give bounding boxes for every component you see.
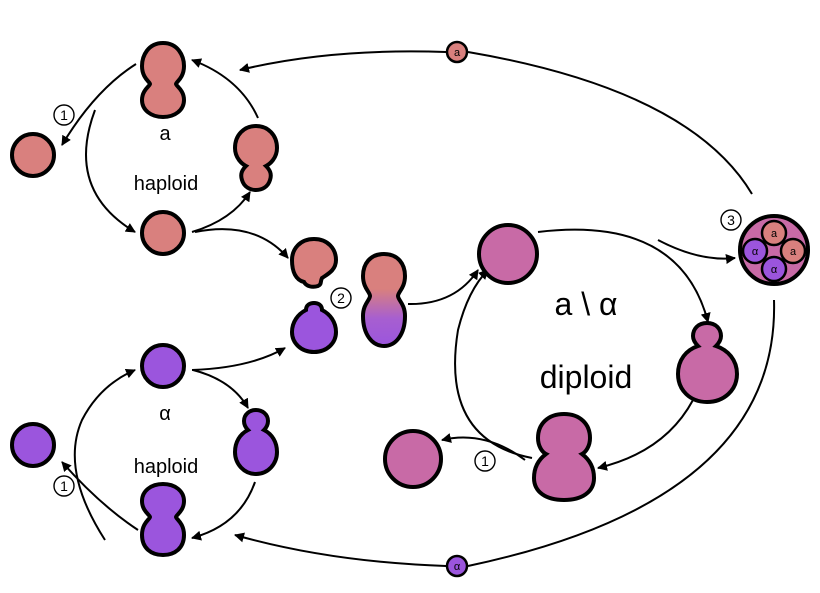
step-marker-1-a-circle <box>53 104 75 126</box>
a-cell-budding-top <box>139 40 187 120</box>
arrow-diploid-to-tetrad <box>657 239 736 264</box>
diploid-cell-top <box>477 223 539 285</box>
arrow-a-bud-to-top <box>191 58 259 119</box>
ascus-spore-right <box>779 237 807 265</box>
a-cell-small-bud <box>232 123 280 193</box>
step-marker-1-alpha-label: 1 <box>60 478 68 494</box>
arrows-layer <box>61 50 776 567</box>
step-marker-2-label: 2 <box>337 290 345 306</box>
arrow-diploid-bud-to-large <box>597 399 694 471</box>
alpha-haploid-cells <box>10 300 339 558</box>
cycle-labels: a haploid α haploid a \ α diploid <box>134 123 633 478</box>
ascus-spore-right-label: a <box>790 246 797 258</box>
arrow-tetrad-to-alpha-spore <box>467 299 776 567</box>
ascus-spore-top-label: a <box>771 228 778 240</box>
a-haploid-cells <box>10 40 339 289</box>
step-markers: 1 1 1 2 3 <box>53 104 742 497</box>
a-spore-circle <box>445 40 469 64</box>
ascus-spore-top <box>760 219 788 247</box>
alpha-spore: α <box>445 554 469 578</box>
alpha-spore-circle <box>445 554 469 578</box>
arrow-alpha-to-mating <box>191 347 286 371</box>
step-marker-3-circle <box>720 209 742 231</box>
diploid-cell-large-bud <box>531 411 597 503</box>
diploid-cells <box>383 223 740 503</box>
arrow-alpha-bud-to-bottom <box>191 481 256 541</box>
arrow-alpha-left-to-top <box>73 368 136 541</box>
a-cell-mating <box>289 236 339 289</box>
tetrad-ascus: a a α α <box>738 214 810 286</box>
arrow-a-bottom-to-bud <box>191 191 251 233</box>
ascus-spore-bottom-label: α <box>771 264 778 276</box>
a-haploid-ploidy-label: haploid <box>134 173 199 195</box>
diploid-mating-type-label: a \ α <box>555 286 618 322</box>
alpha-haploid-mating-type-label: α <box>159 403 171 425</box>
alpha-cell-budding-bottom <box>139 481 187 558</box>
ascus-spore-left-label: α <box>752 246 759 258</box>
alpha-cell-left <box>10 422 56 468</box>
alpha-cell-small-bud <box>232 407 280 477</box>
diploid-cell-small-bud <box>675 320 740 405</box>
arrow-diploid-large-to-top <box>454 269 533 459</box>
step-marker-3-label: 3 <box>727 212 735 228</box>
a-cell-left <box>10 132 56 178</box>
arrow-diploid-to-left-cell <box>441 433 526 461</box>
zygote <box>360 251 408 349</box>
step-marker-1-diploid-circle <box>474 450 496 472</box>
alpha-haploid-ploidy-label: haploid <box>134 456 199 478</box>
arrow-a-mother-to-left-cell <box>61 63 137 146</box>
arrow-tetrad-to-a-spore <box>467 51 753 195</box>
diploid-ploidy-label: diploid <box>540 359 633 395</box>
alpha-spore-label: α <box>454 561 461 573</box>
arrow-alpha-top-to-bud <box>192 369 249 409</box>
step-marker-1-diploid-label: 1 <box>481 453 489 469</box>
step-marker-1-a-label: 1 <box>60 107 68 123</box>
arrow-a-spore-to-a-haploid <box>239 50 447 73</box>
arrow-a-left-to-bottom <box>85 109 136 233</box>
step-marker-1-alpha-circle <box>53 475 75 497</box>
alpha-cell-mating <box>289 300 339 355</box>
a-haploid-mating-type-label: a <box>159 123 171 145</box>
arrow-diploid-top-to-bud <box>537 228 711 323</box>
ascus-wall <box>738 214 810 286</box>
arrow-alpha-spore-to-alpha-haploid <box>234 532 447 567</box>
ascus-spore-left <box>741 237 769 265</box>
arrow-a-to-mating <box>194 228 289 259</box>
arrow-zygote-to-diploid <box>407 269 479 306</box>
a-spore-label: a <box>454 47 461 59</box>
zygote-cell <box>360 251 408 349</box>
ascus-spore-bottom <box>760 255 788 283</box>
a-spore: a <box>445 40 469 64</box>
step-marker-2-circle <box>330 287 352 309</box>
a-cell-bottom <box>140 210 186 256</box>
arrow-alpha-bottom-to-left-cell <box>61 461 139 531</box>
diploid-cell-left <box>383 429 443 489</box>
alpha-cell-top <box>140 343 186 389</box>
